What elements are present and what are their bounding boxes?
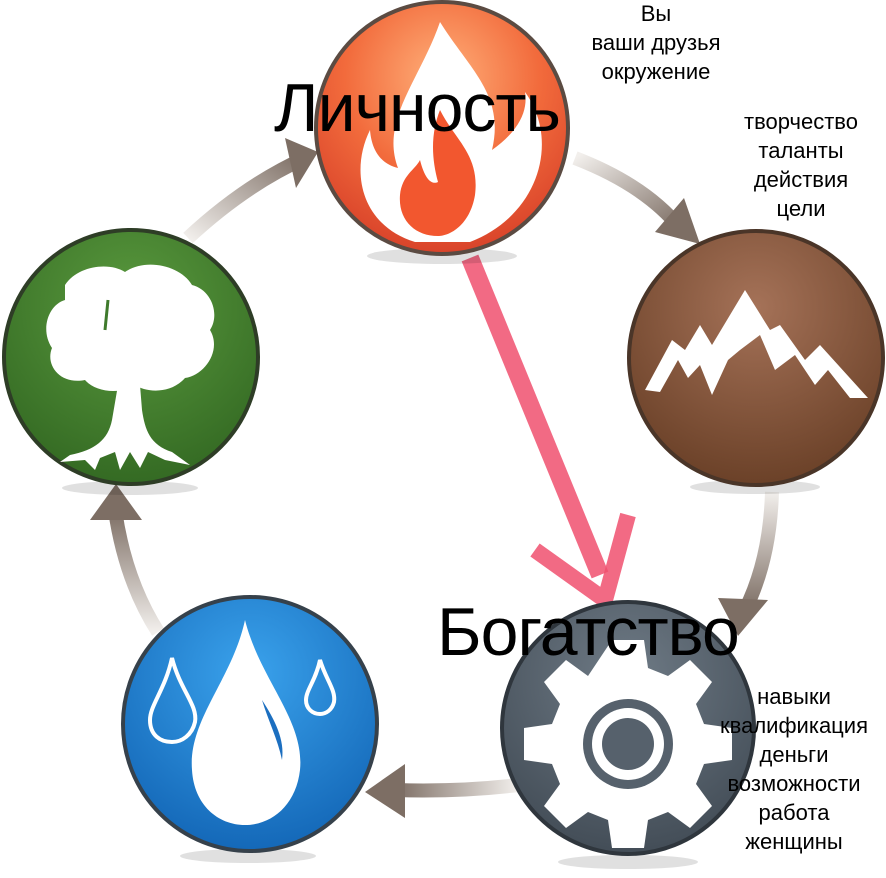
- arrowhead-wood: [90, 484, 142, 520]
- note-line: действия: [753, 167, 849, 192]
- arrow-metal-to-water: [394, 778, 519, 798]
- arrowhead-water: [365, 764, 405, 818]
- note-line: цели: [776, 196, 826, 221]
- bottom-right-note: навыки квалификация деньги возможности р…: [703, 682, 885, 856]
- note-line: Вы: [640, 1, 672, 26]
- arrow-earth-to-metal: [738, 491, 779, 614]
- note-line: окружение: [601, 59, 711, 84]
- gear-icon: [524, 640, 732, 848]
- note-line: творчество: [744, 109, 858, 134]
- note-line: женщины: [745, 829, 843, 854]
- note-line: квалификация: [720, 713, 868, 738]
- note-line: возможности: [727, 771, 861, 796]
- fire-label: Личность: [274, 70, 561, 146]
- arrowhead-fire: [285, 138, 318, 188]
- water-drops-icon: [147, 620, 337, 825]
- arrow-water-to-wood: [108, 509, 164, 636]
- right-note: творчество таланты действия цели: [718, 107, 884, 223]
- tree-icon: [46, 264, 215, 470]
- fire-element: [314, 0, 570, 264]
- arrowhead-metal: [718, 598, 768, 636]
- metal-element: [500, 600, 756, 869]
- note-line: ваши друзья: [591, 30, 721, 55]
- arrow-fire-to-earth: [572, 151, 686, 233]
- arrow-wood-to-fire: [183, 151, 308, 244]
- wood-element: [2, 228, 260, 495]
- note-line: деньги: [759, 742, 829, 767]
- note-line: работа: [758, 800, 830, 825]
- arrowhead-earth: [655, 198, 700, 244]
- mountain-icon: [645, 290, 868, 398]
- note-line: таланты: [758, 138, 844, 163]
- note-line: навыки: [757, 684, 831, 709]
- cycle-arrowheads: [90, 138, 768, 818]
- metal-label: Богатство: [437, 594, 740, 670]
- highlight-arrow: [461, 254, 636, 608]
- top-note: Вы ваши друзья окружение: [571, 0, 741, 86]
- flame-icon: [360, 22, 542, 242]
- water-element: [121, 595, 379, 863]
- earth-element: [627, 229, 885, 494]
